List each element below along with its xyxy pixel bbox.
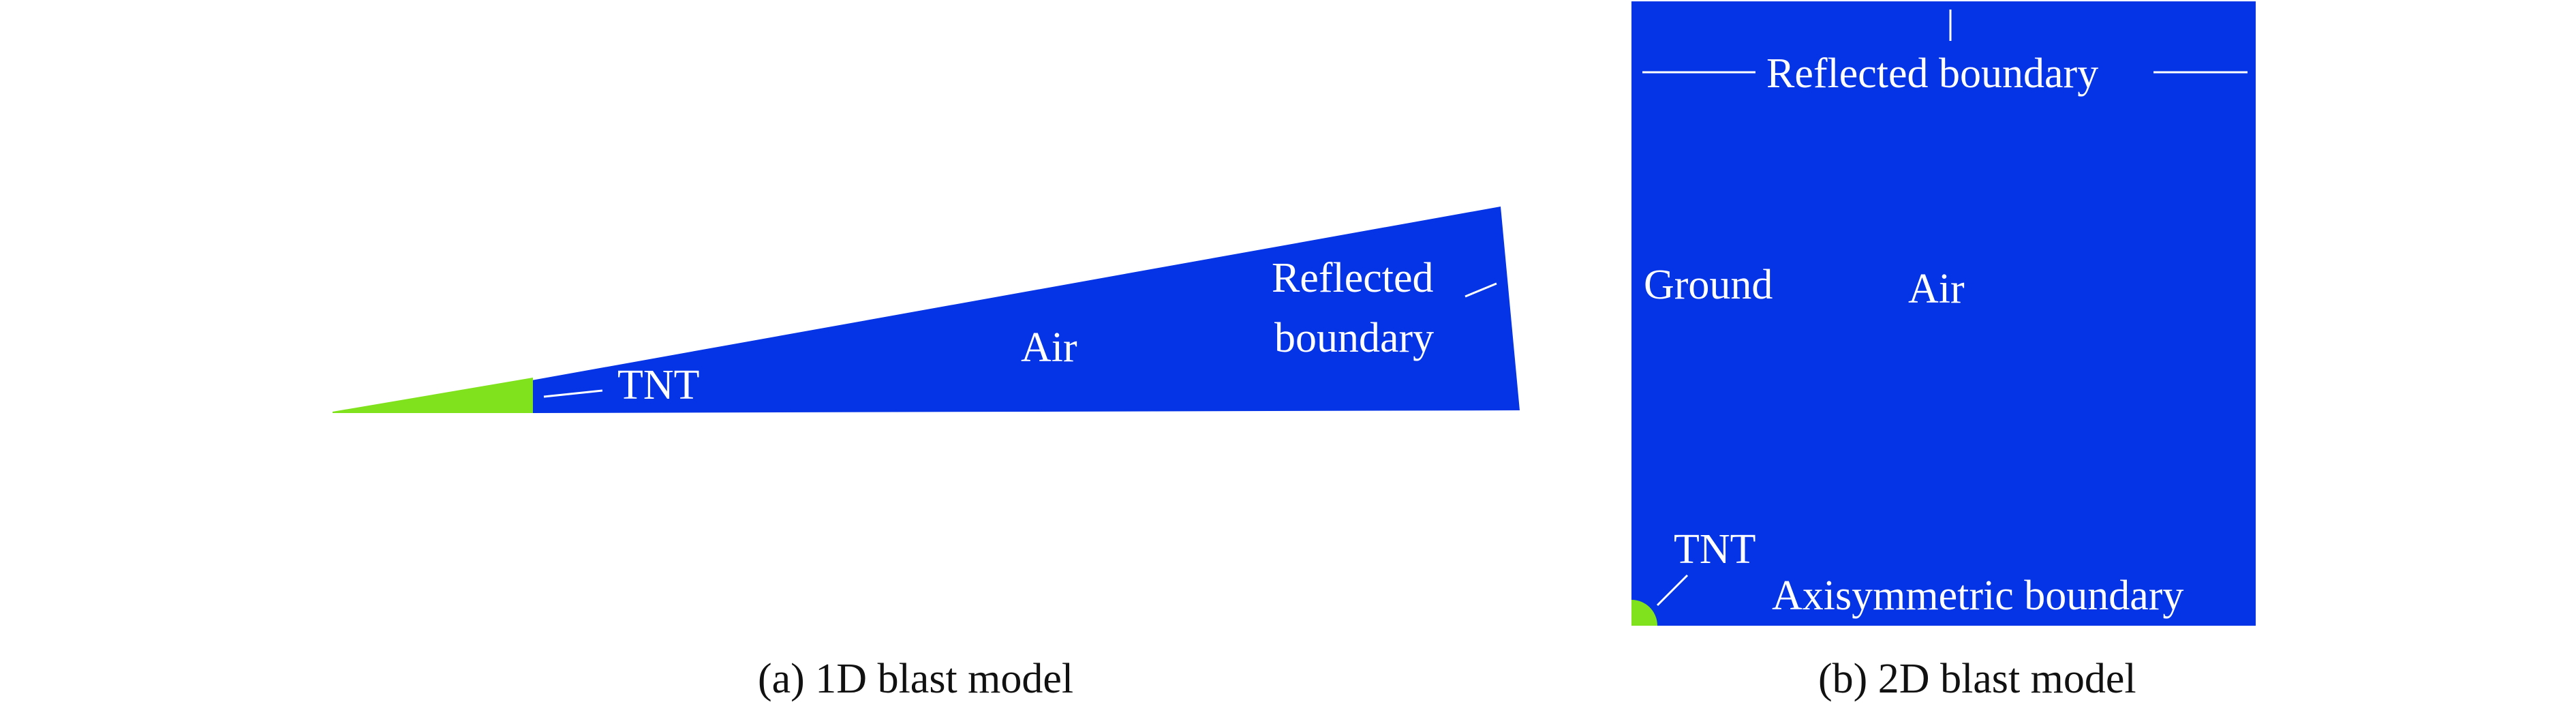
panel-2d-blast-model: Reflected boundary Ground Air TNT Axisym… [1631,1,2256,702]
air-domain-wedge [532,207,1520,413]
tnt-charge-quarter-circle [1631,600,1657,626]
reflected-boundary-label-line1: Reflected [1272,255,1434,301]
air-label: Air [1908,266,1965,312]
caption-1d-blast-model: (a) 1D blast model [758,656,1073,702]
tnt-charge-wedge [333,378,533,413]
air-label: Air [1021,324,1077,371]
tnt-label: TNT [617,362,700,408]
axisymmetric-boundary-label: Axisymmetric boundary [1772,573,2183,619]
reflected-boundary-label-line2: boundary [1274,315,1434,361]
reflected-boundary-label: Reflected boundary [1766,50,2098,97]
ground-label: Ground [1644,262,1773,308]
tnt-leader-line [1656,574,1689,607]
tnt-label: TNT [1674,526,1756,573]
air-domain-square [1631,1,2256,626]
reflected-boundary-leader-line [1465,282,1497,298]
tnt-leader-line [543,389,603,398]
panel-1d-blast-model: TNT Air Reflected boundary (a) 1D blast … [333,207,1520,702]
caption-2d-blast-model: (b) 2D blast model [1818,656,2136,702]
